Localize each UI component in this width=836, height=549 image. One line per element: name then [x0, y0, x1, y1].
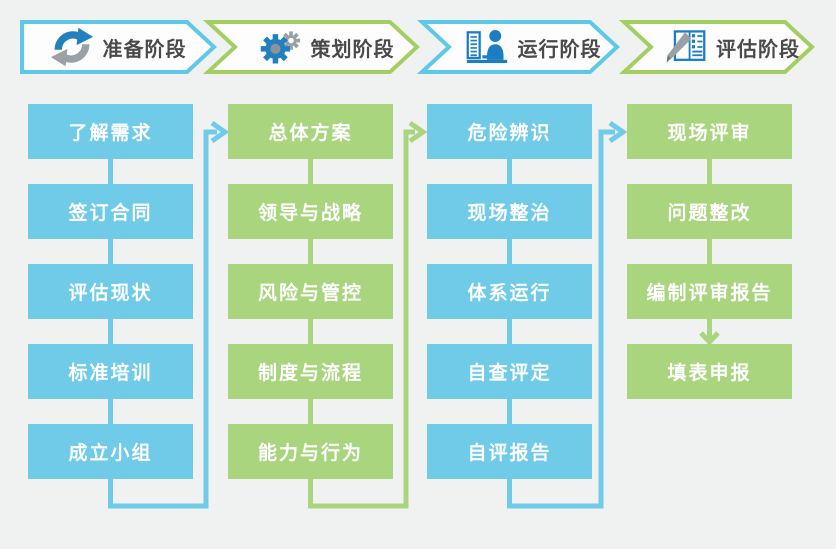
phase-label: 准备阶段 — [102, 38, 187, 61]
flow-step-box: 成立小组 — [28, 424, 193, 479]
person-computer-icon — [466, 30, 507, 64]
sync-arrows-icon — [50, 27, 93, 67]
connector-run-to-evaluate — [507, 120, 628, 509]
phase-connectors — [108, 120, 720, 509]
flow-step-box: 标准培训 — [28, 344, 193, 399]
flow-step-box: 自评报告 — [427, 424, 592, 479]
column-links — [108, 159, 712, 424]
phase-header-prepare: 准备阶段 — [22, 22, 214, 72]
flow-step-box: 编制评审报告 — [627, 264, 792, 319]
flow-step-box: 自查评定 — [427, 344, 592, 399]
flow-step-box: 体系运行 — [427, 264, 592, 319]
book-pencil-icon — [666, 30, 706, 63]
flow-step-box: 能力与行为 — [228, 424, 393, 479]
connector-report-to-submit — [699, 319, 720, 346]
phase-label: 策划阶段 — [310, 38, 395, 61]
phase-label: 评估阶段 — [716, 38, 800, 61]
flow-step-box: 制度与流程 — [228, 344, 393, 399]
connector-plan-to-run — [308, 120, 428, 509]
flow-step-box: 总体方案 — [228, 104, 393, 159]
phase-header-plan: 策划阶段 — [235, 22, 417, 72]
flow-step-box: 签订合同 — [28, 184, 193, 239]
flow-step-box: 问题整改 — [627, 184, 792, 239]
phase-label: 运行阶段 — [517, 38, 602, 61]
flow-step-box: 了解需求 — [28, 104, 193, 159]
phase-header-run: 运行阶段 — [449, 22, 617, 72]
flow-step-box: 危险辨识 — [427, 104, 592, 159]
flow-step-box: 风险与管控 — [228, 264, 393, 319]
flow-step-box: 现场评审 — [627, 104, 792, 159]
phase-header-evaluate: 评估阶段 — [651, 22, 812, 72]
connector-prepare-to-plan — [108, 120, 230, 509]
gears-icon — [260, 31, 300, 64]
flow-step-box: 现场整治 — [427, 184, 592, 239]
flow-step-box: 评估现状 — [28, 264, 193, 319]
flow-step-box: 填表申报 — [627, 344, 792, 399]
flow-step-box: 领导与战略 — [228, 184, 393, 239]
